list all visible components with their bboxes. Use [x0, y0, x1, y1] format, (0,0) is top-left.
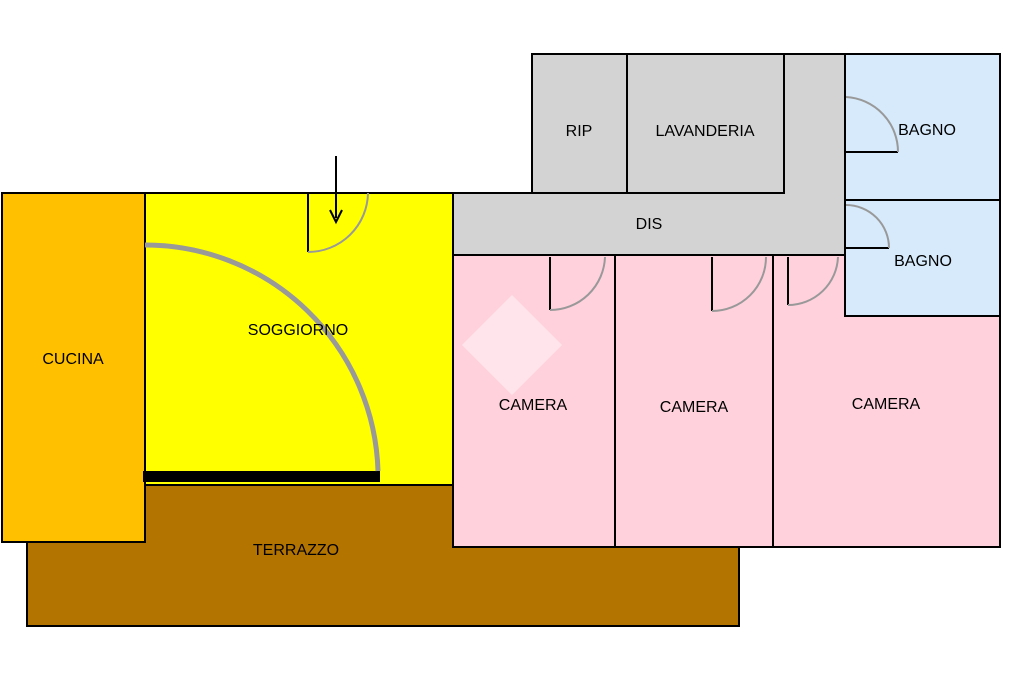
camera-3-door-arc: [787, 256, 839, 307]
label-dis: DIS: [636, 216, 663, 233]
label-soggiorno: SOGGIORNO: [248, 322, 348, 339]
camera-2-door-arc: [711, 256, 767, 312]
label-camera-3: CAMERA: [852, 396, 921, 413]
label-cucina: CUCINA: [42, 351, 104, 368]
house-logo-icon: [462, 295, 562, 395]
label-terrazzo: TERRAZZO: [253, 542, 339, 559]
room-camera-1: [452, 254, 616, 548]
room-bagno-1: [844, 53, 1001, 201]
camera-1-door-arc: [549, 256, 606, 311]
room-bagno-2: [844, 199, 1001, 317]
label-rip: RIP: [566, 123, 593, 140]
bagno-2-door-arc: [845, 204, 890, 249]
bagno-1-door-arc: [845, 96, 900, 153]
label-camera-1: CAMERA: [499, 397, 568, 414]
balcony-wall: [143, 471, 380, 482]
room-cucina: [1, 192, 146, 543]
room-lavanderia: [626, 53, 785, 194]
room-camera-3: [772, 254, 1001, 548]
label-camera-2: CAMERA: [660, 399, 729, 416]
label-lavanderia: LAVANDERIA: [656, 123, 755, 140]
label-bagno-2: BAGNO: [894, 253, 952, 270]
room-camera-2: [614, 254, 774, 548]
label-bagno-1: BAGNO: [898, 122, 956, 139]
room-soggiorno: [144, 192, 454, 486]
entrance-door-arc: [307, 192, 369, 253]
balcony-door-arc: [144, 242, 381, 472]
entrance-arrow-head: [329, 209, 343, 225]
